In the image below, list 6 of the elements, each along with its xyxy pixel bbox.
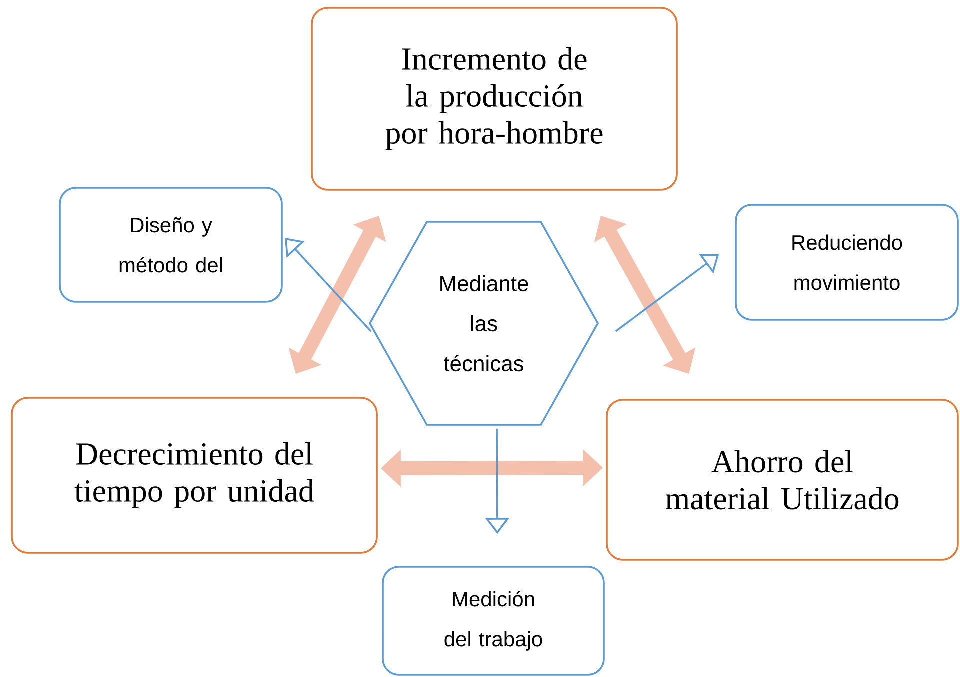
process-box: Reduciendo movimiento	[735, 204, 959, 321]
process-box: Diseño y método del	[59, 187, 283, 303]
process-box: Decrecimiento del tiempo por unidad	[11, 397, 378, 554]
process-box: Incremento de la producción por hora-hombre	[311, 7, 678, 191]
process-box: Medición del trabajo	[382, 566, 605, 676]
process-box: Ahorro del material Utilizado	[606, 399, 959, 561]
